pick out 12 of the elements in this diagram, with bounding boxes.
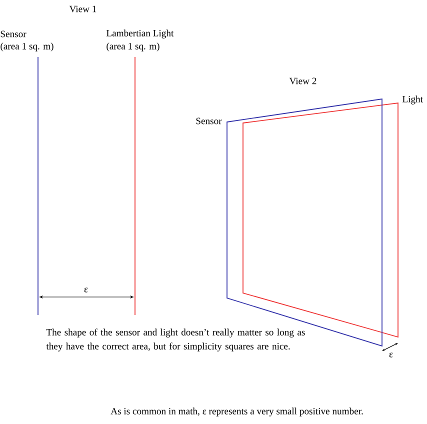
- light-label: Light: [402, 96, 423, 104]
- area-label: (area 1 sq. m): [106, 42, 160, 52]
- sensor-label: Sensor: [0, 30, 26, 38]
- light-label: Lambertian Light: [106, 30, 174, 38]
- note-text: As is common in math, ε represents a very small positive number.: [110, 408, 363, 416]
- epsilon-label: ε: [389, 352, 393, 358]
- area-label: (area 1 sq. m): [0, 42, 54, 52]
- view-title: View 2: [289, 78, 316, 84]
- sensor-label: Sensor: [196, 118, 222, 124]
- note-text: The shape of the sensor and light doesn’t really matter so long as they have the correct area, but for simplicity squares are nice.: [46, 328, 305, 352]
- epsilon-label: ε: [84, 288, 88, 292]
- view-title: View 1: [69, 6, 96, 12]
